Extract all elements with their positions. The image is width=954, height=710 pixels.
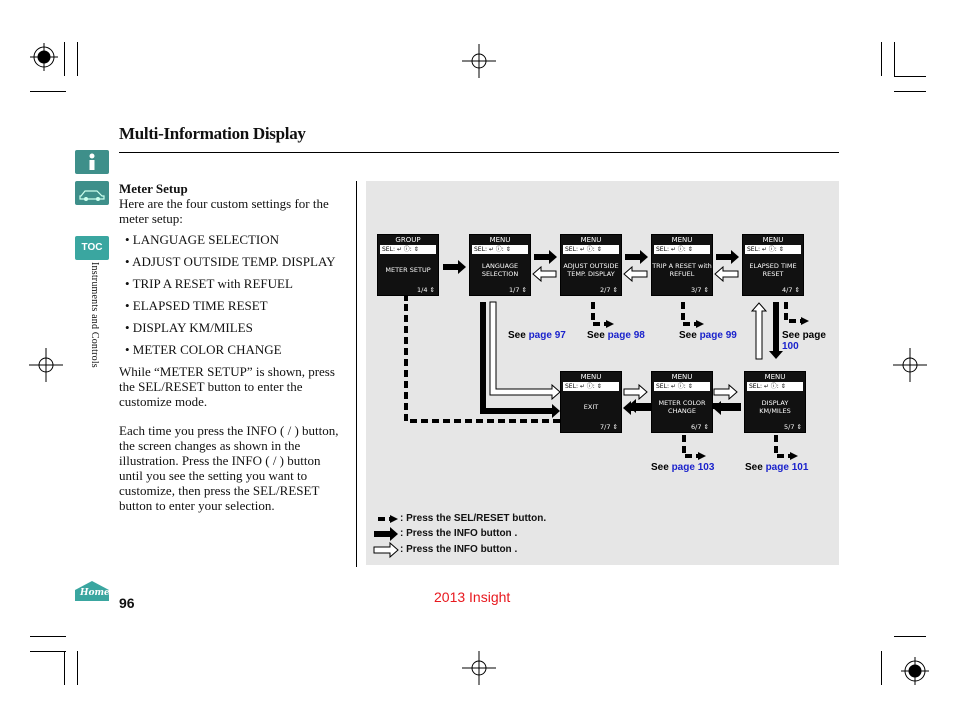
screen-page: 6/7 ⇕ [691,423,709,431]
page-98-link[interactable]: page 98 [607,330,645,341]
ref-prefix: See page [782,330,826,341]
ref-page-98: See page 98 [587,330,645,341]
title-rule [119,152,839,153]
column-divider [356,181,357,567]
screen-controls: SEL: ↵ ⓘ: ⇕ [472,245,528,254]
ref-prefix: See [745,462,766,473]
screen-controls: SEL: ↵ ⓘ: ⇕ [747,382,803,391]
screen-page: 1/4 ⇕ [417,286,435,294]
screen-page: 3/7 ⇕ [691,286,709,294]
list-item: • METER COLOR CHANGE [125,342,282,357]
screen-controls: SEL: ↵ ⓘ: ⇕ [563,382,619,391]
body-text: Meter Setup Here are the four custom set… [119,181,341,527]
screen-controls: SEL: ↵ ⓘ: ⇕ [563,245,619,254]
screen-page: 7/7 ⇕ [600,423,618,431]
ref-prefix: See [651,462,672,473]
screen-label: METER COLOR CHANGE [658,399,706,415]
page-97-link[interactable]: page 97 [528,330,566,341]
info-icon[interactable] [75,150,109,174]
screen-exit: MENU SEL: ↵ ⓘ: ⇕ EXIT 7/7 ⇕ [560,371,622,433]
toc-button[interactable]: TOC [75,236,109,260]
screen-controls: SEL: ↵ ⓘ: ⇕ [654,382,710,391]
list-item: • DISPLAY KM/MILES [125,320,253,335]
screen-language-selection: MENU SEL: ↵ ⓘ: ⇕ LANGUAGE SELECTION 1/7 … [469,234,531,296]
list-item: • ADJUST OUTSIDE TEMP. DISPLAY [125,254,336,269]
ref-page-101: See page 101 [745,462,808,473]
page-99-link[interactable]: page 99 [699,330,737,341]
screen-trip-a-reset: MENU SEL: ↵ ⓘ: ⇕ TRIP A RESET with REFUE… [651,234,713,296]
car-icon[interactable] [75,181,109,205]
ref-prefix: See [679,330,700,341]
screen-header: MENU [671,236,693,244]
ref-prefix: See [508,330,529,341]
settings-list: • LANGUAGE SELECTION • ADJUST OUTSIDE TE… [119,232,341,357]
screen-label: LANGUAGE SELECTION [481,262,519,278]
screen-display-km-miles: MENU SEL: ↵ ⓘ: ⇕ DISPLAY KM/MILES 5/7 ⇕ [744,371,806,433]
screen-label: ADJUST OUTSIDE TEMP. DISPLAY [563,262,619,278]
home-button[interactable]: Home [74,580,110,602]
screen-controls: SEL: ↵ ⓘ: ⇕ [380,245,436,254]
list-item: • LANGUAGE SELECTION [125,232,280,247]
screen-page: 4/7 ⇕ [782,286,800,294]
intro-text: Here are the four custom settings for th… [119,196,329,226]
list-item: • ELAPSED TIME RESET [125,298,268,313]
list-item: • TRIP A RESET with REFUEL [125,276,293,291]
ref-prefix: See [587,330,608,341]
section-heading: Meter Setup [119,181,188,196]
home-label: Home [80,588,110,598]
screen-header: GROUP [395,236,421,244]
ref-page-103: See page 103 [651,462,714,473]
screen-header: MENU [671,373,693,381]
section-label: Instruments and Controls [89,262,100,368]
page-100-link[interactable]: 100 [782,341,799,352]
screen-label: TRIP A RESET with REFUEL [652,262,712,278]
screen-header: MENU [764,373,786,381]
screen-meter-color-change: MENU SEL: ↵ ⓘ: ⇕ METER COLOR CHANGE 6/7 … [651,371,713,433]
screen-label: DISPLAY KM/MILES [759,399,791,415]
ref-page-99: See page 99 [679,330,737,341]
page-103-link[interactable]: page 103 [671,462,715,473]
page-101-link[interactable]: page 101 [765,462,809,473]
screen-page: 1/7 ⇕ [509,286,527,294]
footer-model: 2013 Insight [434,589,511,605]
paragraph-info-button: Each time you press the INFO ( / ) butto… [119,423,339,513]
legend-sel-reset: : Press the SEL/RESET button. [400,513,547,524]
flow-arrows [373,250,809,559]
paragraph-meter-setup: While “METER SETUP” is shown, press the … [119,364,335,409]
screen-header: MENU [762,236,784,244]
screen-header: MENU [580,373,602,381]
screen-page: 2/7 ⇕ [600,286,618,294]
ref-page-97: See page 97 [508,330,566,341]
screen-controls: SEL: ↵ ⓘ: ⇕ [654,245,710,254]
screen-page: 5/7 ⇕ [784,423,802,431]
legend-info-up: : Press the INFO button . [400,544,518,555]
screen-label: ELAPSED TIME RESET [749,262,797,278]
screen-adjust-outside-temp: MENU SEL: ↵ ⓘ: ⇕ ADJUST OUTSIDE TEMP. DI… [560,234,622,296]
screen-meter-setup: GROUP SEL: ↵ ⓘ: ⇕ METER SETUP 1/4 ⇕ [377,234,439,296]
screen-label: METER SETUP [385,266,431,274]
screen-header: MENU [489,236,511,244]
screen-elapsed-time-reset: MENU SEL: ↵ ⓘ: ⇕ ELAPSED TIME RESET 4/7 … [742,234,804,296]
page-number: 96 [119,595,135,611]
screen-header: MENU [580,236,602,244]
screen-label: EXIT [583,403,599,411]
legend-info-down: : Press the INFO button . [400,528,518,539]
diagram-panel: GROUP SEL: ↵ ⓘ: ⇕ METER SETUP 1/4 ⇕ MENU… [366,181,839,565]
screen-controls: SEL: ↵ ⓘ: ⇕ [745,245,801,254]
page-title: Multi-Information Display [119,124,306,143]
